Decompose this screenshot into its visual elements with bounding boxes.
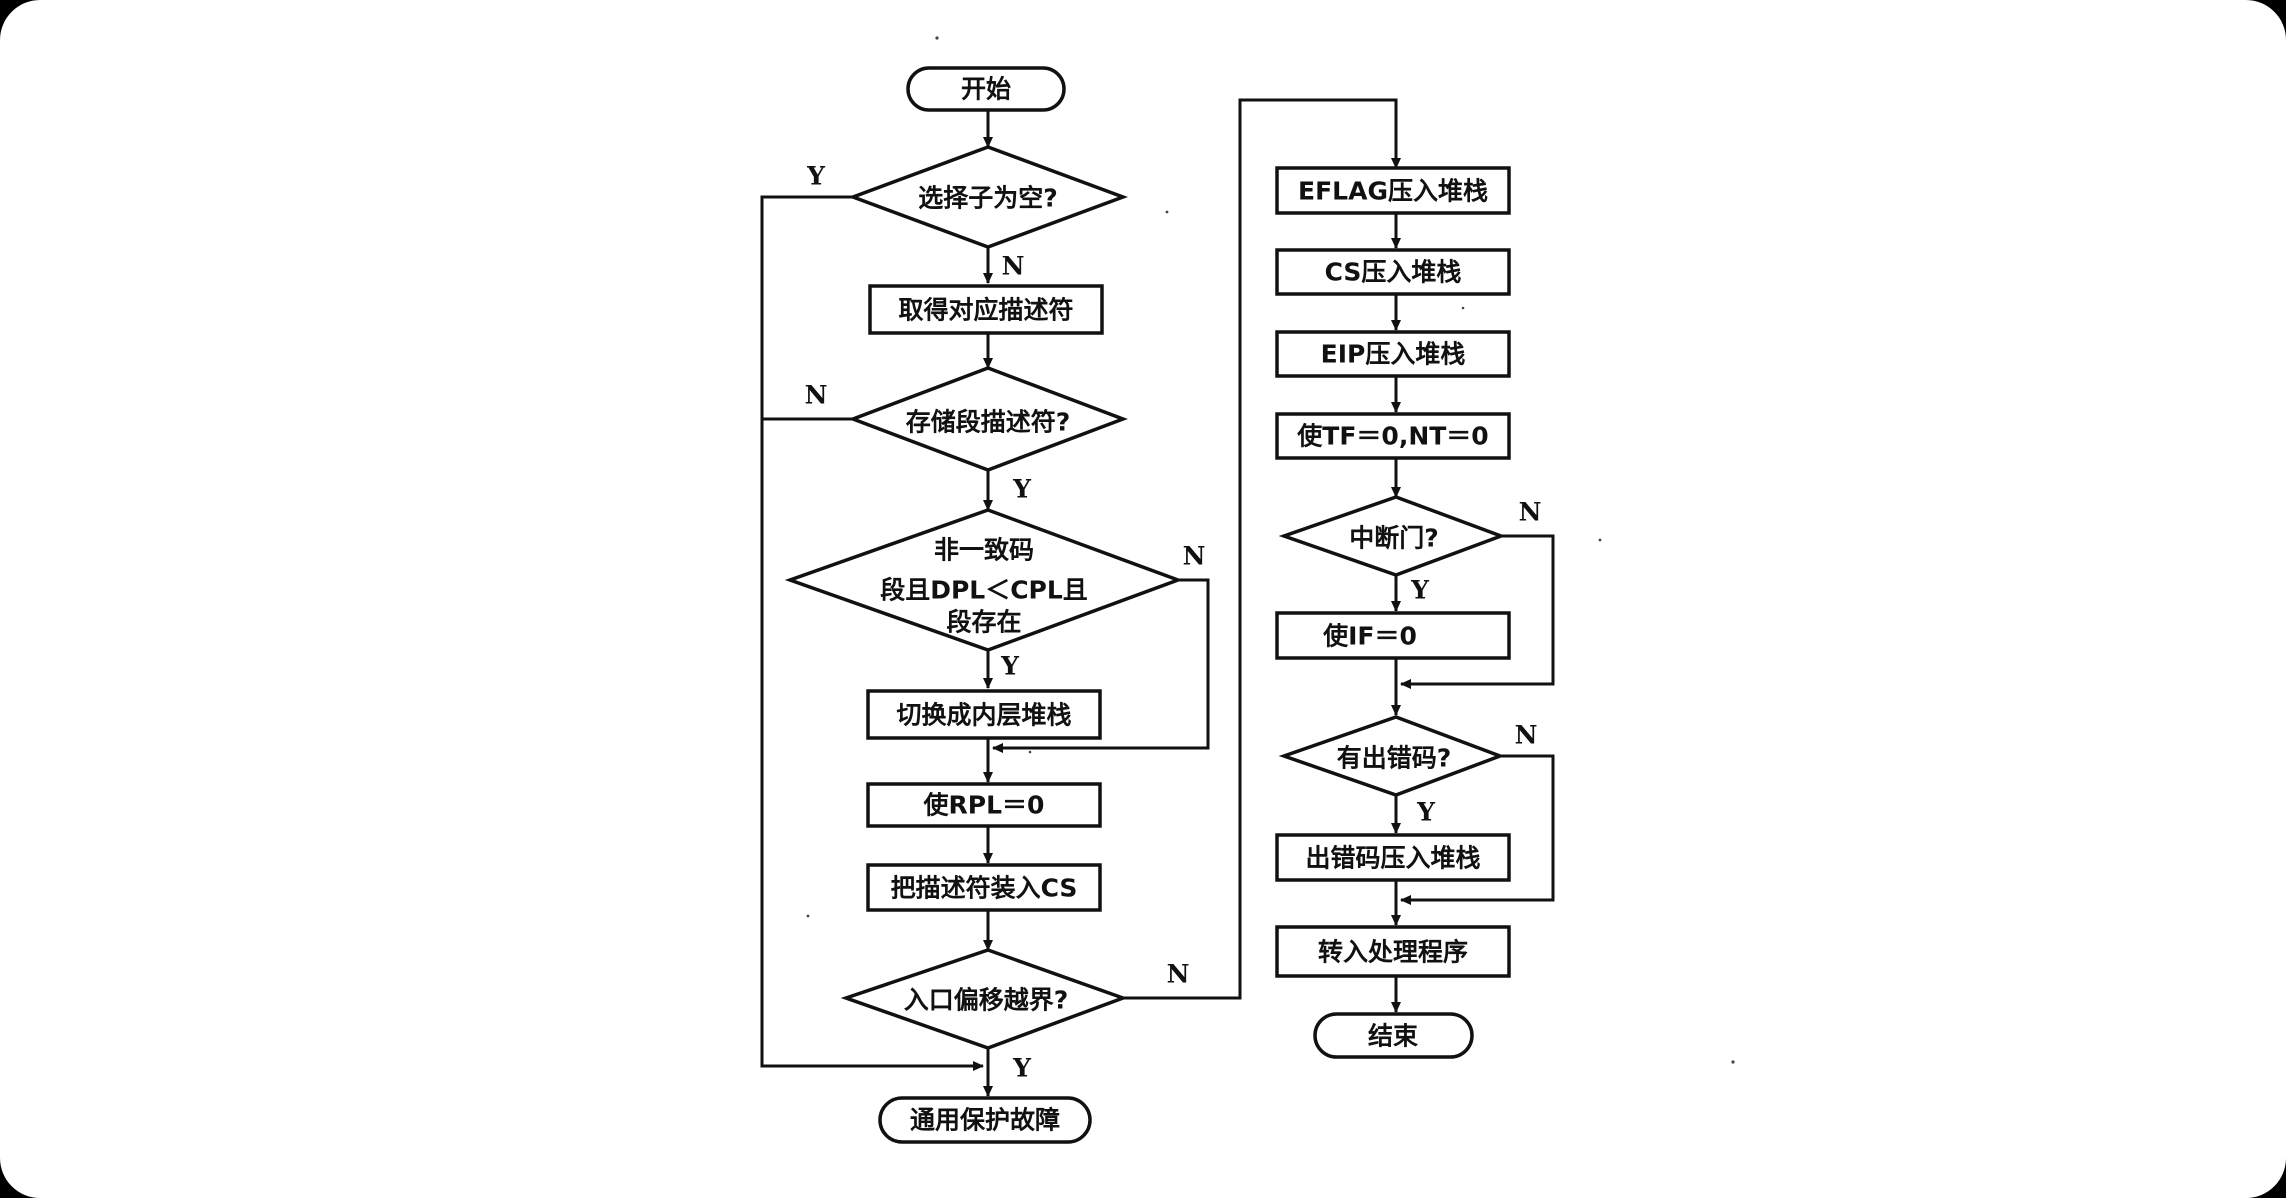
node-push-eip: EIP压入堆栈 xyxy=(1275,330,1511,378)
label-entry-offset-yes: Y xyxy=(1012,1054,1032,1083)
edge-gate-no-bypass xyxy=(1400,534,1555,689)
node-get-descriptor: 取得对应描述符 xyxy=(868,284,1104,335)
connectors-right xyxy=(1391,213,1555,1013)
node-push-eflag: EFLAG压入堆栈 xyxy=(1275,166,1511,215)
node-push-eflag-label: EFLAG压入堆栈 xyxy=(1298,177,1488,206)
node-goto-handler: 转入处理程序 xyxy=(1275,925,1511,978)
node-has-error-code-label: 有出错码? xyxy=(1337,744,1452,773)
node-push-eip-label: EIP压入堆栈 xyxy=(1321,340,1466,369)
edge-labels: Y N N Y N Y N Y N Y N Y xyxy=(805,162,1542,1083)
node-gp-fault: 通用保护故障 xyxy=(878,1096,1092,1144)
edge-nonconforming-no-loop xyxy=(992,578,1210,753)
node-entry-offset: 入口偏移越界? xyxy=(840,948,1129,1050)
node-set-rpl-label: 使RPL＝0 xyxy=(923,791,1045,820)
node-storage-descriptor: 存储段描述符? xyxy=(848,366,1128,472)
label-selector-null-no: N xyxy=(1002,252,1025,281)
node-goto-handler-label: 转入处理程序 xyxy=(1318,938,1468,967)
node-push-error-code-label: 出错码压入堆栈 xyxy=(1305,844,1480,873)
node-nonconforming-line3: 段存在 xyxy=(946,608,1021,637)
label-interrupt-gate-no: N xyxy=(1519,498,1542,527)
node-selector-null-label: 选择子为空? xyxy=(918,184,1058,213)
node-start: 开始 xyxy=(906,66,1066,112)
node-switch-stack-label: 切换成内层堆栈 xyxy=(896,701,1071,730)
node-nonconforming-line2: 段且DPL＜CPL且 xyxy=(880,576,1088,605)
node-get-descriptor-label: 取得对应描述符 xyxy=(898,296,1073,325)
node-set-rpl: 使RPL＝0 xyxy=(866,782,1102,828)
node-entry-offset-label: 入口偏移越界? xyxy=(904,986,1069,1015)
edge-error-no-bypass xyxy=(1400,754,1555,905)
node-interrupt-gate-label: 中断门? xyxy=(1349,524,1439,553)
edge-selector-yes-bus xyxy=(760,195,984,1071)
label-nonconforming-yes: Y xyxy=(1000,652,1020,681)
node-set-if: 使IF＝0 xyxy=(1275,611,1511,660)
label-storage-no: N xyxy=(805,381,828,410)
node-switch-stack: 切换成内层堆栈 xyxy=(866,689,1102,740)
node-interrupt-gate: 中断门? xyxy=(1278,495,1507,577)
node-has-error-code: 有出错码? xyxy=(1278,715,1505,797)
label-storage-yes: Y xyxy=(1012,475,1032,504)
label-error-code-no: N xyxy=(1515,721,1538,750)
label-interrupt-gate-yes: Y xyxy=(1410,576,1430,605)
node-end: 结束 xyxy=(1313,1012,1474,1059)
node-push-cs-label: CS压入堆栈 xyxy=(1325,258,1462,287)
node-end-label: 结束 xyxy=(1368,1022,1419,1051)
node-storage-descriptor-label: 存储段描述符? xyxy=(906,408,1071,437)
node-gp-fault-label: 通用保护故障 xyxy=(910,1106,1060,1135)
node-set-tf-nt-label: 使TF＝0,NT＝0 xyxy=(1296,422,1488,451)
label-entry-offset-no: N xyxy=(1167,960,1190,989)
connectors-left xyxy=(760,98,1401,1097)
scan-specks xyxy=(806,36,1735,1064)
node-set-tf-nt: 使TF＝0,NT＝0 xyxy=(1275,412,1511,460)
node-set-if-label: 使IF＝0 xyxy=(1322,622,1417,651)
label-selector-null-yes: Y xyxy=(806,162,826,191)
node-nonconforming: 非一致码 段且DPL＜CPL且 段存在 xyxy=(784,508,1184,652)
node-push-cs: CS压入堆栈 xyxy=(1275,248,1511,296)
node-load-cs-label: 把描述符装入CS xyxy=(891,874,1078,903)
node-push-error-code: 出错码压入堆栈 xyxy=(1275,833,1511,882)
node-load-cs: 把描述符装入CS xyxy=(866,863,1102,912)
node-start-label: 开始 xyxy=(961,75,1011,104)
node-nonconforming-line1: 非一致码 xyxy=(934,536,1034,565)
node-selector-null: 选择子为空? xyxy=(847,145,1129,249)
edge-entry-offset-no xyxy=(1123,98,1401,1000)
label-error-code-yes: Y xyxy=(1416,798,1436,827)
label-nonconforming-no: N xyxy=(1183,542,1206,571)
